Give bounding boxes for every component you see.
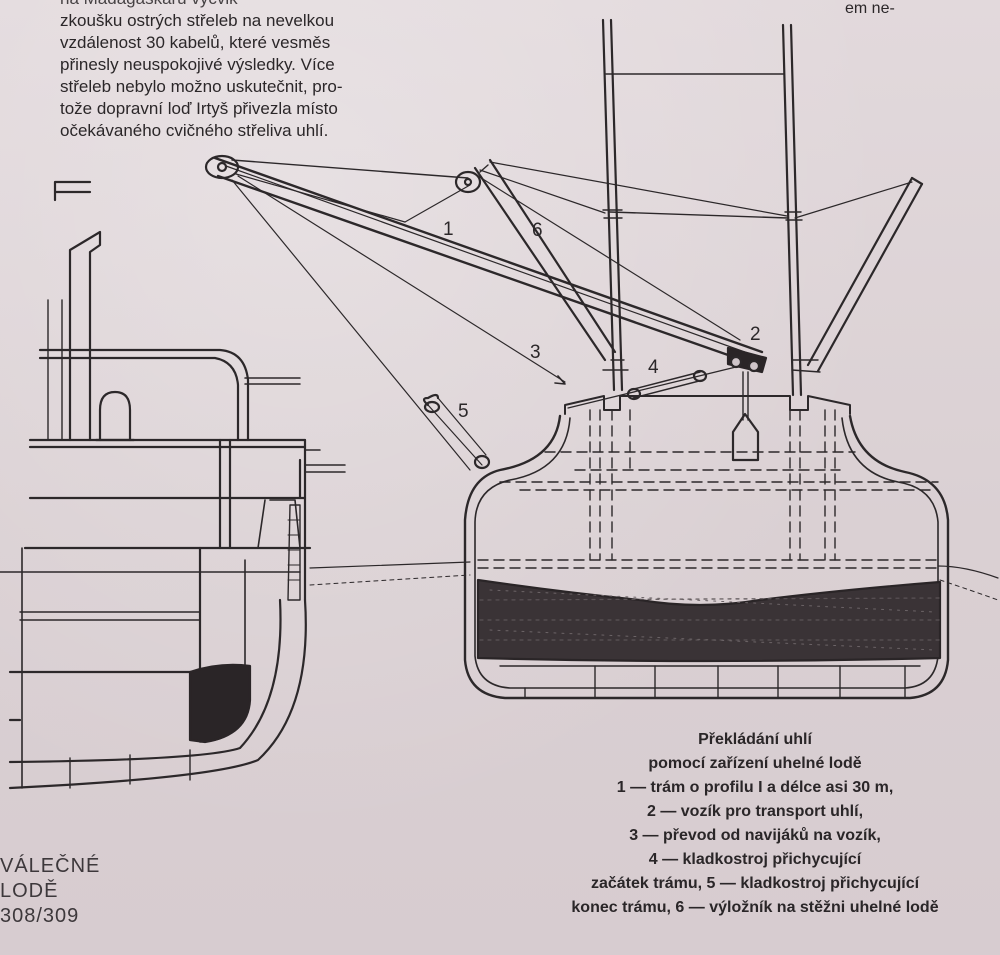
caption-line: 1 — trám o profilu I a délce asi 30 m, xyxy=(616,779,894,796)
body-text-line: vzdálenost 30 kabelů, které vesměs xyxy=(60,33,331,52)
figure-label-5: 5 xyxy=(458,401,469,422)
running-head-title-1: VÁLEČNÉ xyxy=(0,855,101,877)
body-text-line: střeleb nebylo možno uskutečnit, pro- xyxy=(60,77,343,96)
body-text-line: zkoušku ostrých střeleb na nevelkou xyxy=(60,11,335,30)
body-text-paragraph: na Madagaskaru výcvik zkoušku ostrých st… xyxy=(60,0,480,142)
body-text-fragment: em ne- xyxy=(845,0,895,17)
crane-beam-drawing xyxy=(204,154,788,471)
figure-label-1: 1 xyxy=(443,219,454,240)
caption-line: 4 — kladkostroj přichycující xyxy=(648,851,862,868)
caption-line: začátek trámu, 5 — kladkostroj přichycuj… xyxy=(590,875,920,892)
figure-label-6: 6 xyxy=(532,220,543,241)
body-text-line: na Madagaskaru výcvik xyxy=(60,0,480,10)
running-head: VÁLEČNÉ LODĚ 308/309 xyxy=(0,854,100,929)
caption-line: pomocí zařízení uhelné lodě xyxy=(648,755,862,772)
figure-label-4: 4 xyxy=(648,357,659,378)
caption-line: 3 — převod od navijáků na vozík, xyxy=(629,827,881,844)
page-numbers: 308/309 xyxy=(0,905,80,927)
body-text-line: tože dopravní loď Irtyš přivezla místo xyxy=(60,99,338,118)
figure-label-2: 2 xyxy=(750,324,761,345)
figure-label-3: 3 xyxy=(530,342,541,363)
figure-caption: Překládání uhlí pomocí zařízení uhelné l… xyxy=(520,728,990,920)
warship-drawing xyxy=(0,180,346,790)
caption-line: konec trámu, 6 — výložník na stěžni uhel… xyxy=(571,899,939,916)
running-head-title-2: LODĚ xyxy=(0,880,59,902)
body-text-line: přinesly neuspokojivé výsledky. Více xyxy=(60,55,335,74)
caption-title: Překládání uhlí xyxy=(698,731,812,748)
caption-line: 2 — vozík pro transport uhlí, xyxy=(646,803,864,820)
body-text-line: očekávaného cvičného střeliva uhlí. xyxy=(60,121,329,140)
collier-drawing xyxy=(309,18,999,700)
